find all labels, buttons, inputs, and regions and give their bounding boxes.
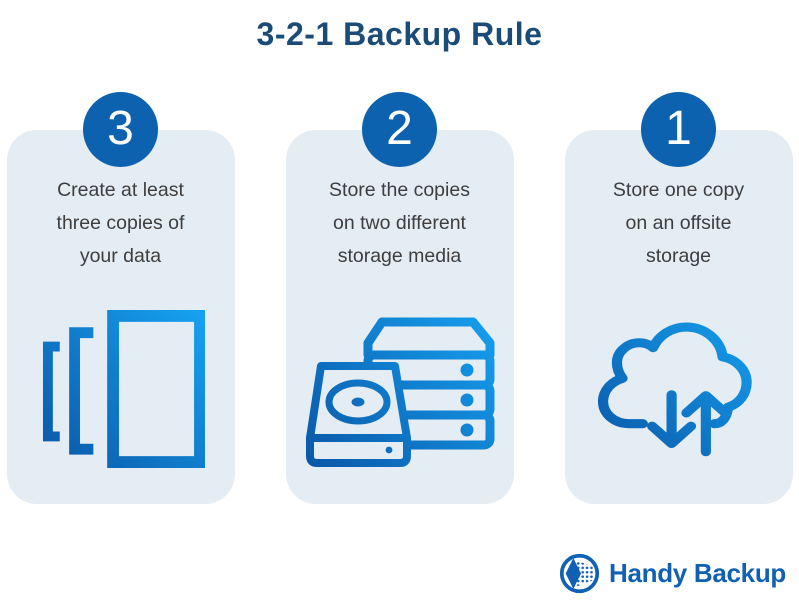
card-description: Store the copies on two different storag… (329, 179, 470, 267)
brand-name: Handy Backup (608, 558, 786, 588)
card-one-offsite: 1 Store one copy on an offsite storage (564, 92, 793, 504)
page-title: 3-2-1 Backup Rule (256, 16, 543, 52)
card-two-media: 2 Store the copies on two different stor… (285, 92, 514, 504)
handy-backup-logo-icon (559, 553, 600, 594)
handy-backup-logo: Handy Backup (559, 553, 786, 594)
cloud-transfer-icon (597, 322, 752, 456)
card-description: Create at least three copies of your dat… (56, 179, 185, 267)
icon-area (7, 273, 235, 504)
number-badge-3: 3 (83, 92, 158, 167)
infographic: 3-2-1 Backup Rule 3 Create at least thre… (0, 16, 799, 594)
number-badge-2: 2 (362, 92, 437, 167)
card-body-two-media: Store the copies on two different storag… (285, 130, 514, 504)
card-body-one-offsite: Store one copy on an offsite storage (564, 130, 793, 504)
card-three-copies: 3 Create at least three copies of your d… (6, 92, 235, 504)
copies-icon (42, 309, 205, 468)
icon-area (286, 273, 514, 504)
card-body-three-copies: Create at least three copies of your dat… (6, 130, 235, 504)
storage-media-icon (305, 317, 494, 467)
cards-row: 3 Create at least three copies of your d… (0, 92, 799, 504)
number-badge-1: 1 (641, 92, 716, 167)
card-description: Store one copy on an offsite storage (612, 179, 745, 267)
icon-area (565, 273, 793, 504)
